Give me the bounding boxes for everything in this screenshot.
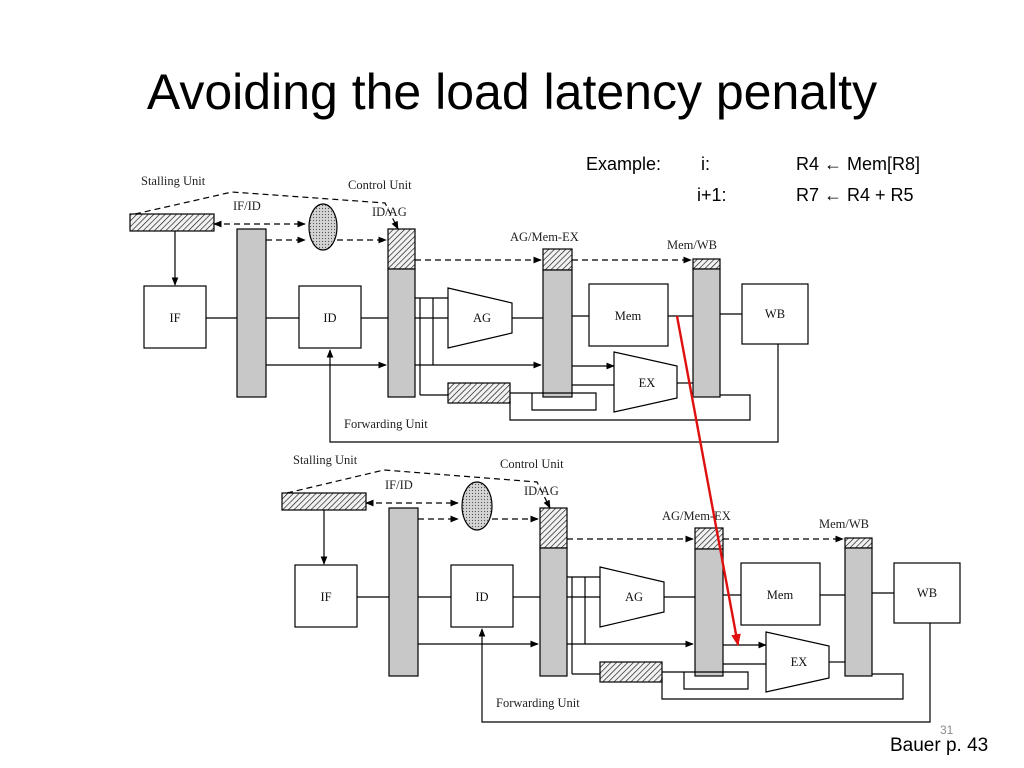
if-id-latch <box>388 507 419 677</box>
top-id-label: ID <box>323 311 336 325</box>
ag-mem-ex-latch <box>694 548 724 677</box>
top-ag-mem-ex-label: AG/Mem-EX <box>510 230 579 244</box>
top-mem-label: Mem <box>615 309 642 323</box>
stalling-unit-block <box>129 213 215 232</box>
slide-title: Avoiding the load latency penalty <box>146 64 878 120</box>
mem-block <box>740 562 821 626</box>
bottom-if-label: IF <box>320 590 331 604</box>
forwarding-unit-block <box>447 382 511 404</box>
ex-block <box>765 631 830 693</box>
mem-wb-latch <box>692 268 721 398</box>
top-wb-label: WB <box>765 307 785 321</box>
control-unit-ellipse <box>308 203 338 251</box>
id-block <box>298 285 362 349</box>
mem-block <box>588 283 669 347</box>
ag-block <box>599 566 665 628</box>
example-index-2: i+1: <box>697 185 727 205</box>
mem-wb-latch <box>844 547 873 677</box>
if-block <box>143 285 207 349</box>
example-instr-1: R4 ← Mem[R8] <box>796 154 921 174</box>
top-id-ag-label: ID/AG <box>372 205 407 219</box>
top-control-unit-label: Control Unit <box>348 178 412 192</box>
top-if-label: IF <box>169 311 180 325</box>
bottom-wb-label: WB <box>917 586 937 600</box>
pipeline-diagram-bottom <box>281 469 961 723</box>
wb-block <box>893 562 961 624</box>
pipeline-diagram-top <box>129 191 809 443</box>
bottom-control-unit-label: Control Unit <box>500 457 564 471</box>
example-index-1: i: <box>701 154 710 174</box>
top-ag-label: AG <box>473 311 491 325</box>
id-ag-latch <box>539 547 568 677</box>
bottom-id-ag-label: ID/AG <box>524 484 559 498</box>
id-block <box>450 564 514 628</box>
top-forwarding-unit-label: Forwarding Unit <box>344 417 428 431</box>
bottom-if-id-label: IF/ID <box>385 478 413 492</box>
wb-block <box>741 283 809 345</box>
top-ex-label: EX <box>639 376 656 390</box>
ag-mem-ex-latch <box>542 269 573 398</box>
if-id-latch <box>236 228 267 398</box>
if-block <box>294 564 358 628</box>
example-instr-2: R7 ← R4 + R5 <box>796 185 914 205</box>
bottom-stalling-unit-label: Stalling Unit <box>293 453 358 467</box>
top-stalling-unit-label: Stalling Unit <box>141 174 206 188</box>
highlight-arrow <box>675 315 741 647</box>
bottom-mem-label: Mem <box>767 588 794 602</box>
id-ag-latch <box>387 268 416 398</box>
source-credit: Bauer p. 43 <box>890 735 989 756</box>
bottom-ag-mem-ex-label: AG/Mem-EX <box>662 509 731 523</box>
forwarding-unit-block <box>599 661 663 683</box>
page-number: 31 <box>940 723 954 737</box>
ag-block <box>447 287 513 349</box>
stalling-unit-block <box>281 492 367 511</box>
bottom-mem-wb-label: Mem/WB <box>819 517 869 531</box>
example-label: Example: <box>586 154 662 174</box>
bottom-ex-label: EX <box>791 655 808 669</box>
top-mem-wb-label: Mem/WB <box>667 238 717 252</box>
bottom-forwarding-unit-label: Forwarding Unit <box>496 696 580 710</box>
control-unit-ellipse <box>461 481 493 531</box>
bottom-id-label: ID <box>475 590 488 604</box>
top-if-id-label: IF/ID <box>233 199 261 213</box>
bottom-ag-label: AG <box>625 590 643 604</box>
ex-block <box>613 351 678 413</box>
